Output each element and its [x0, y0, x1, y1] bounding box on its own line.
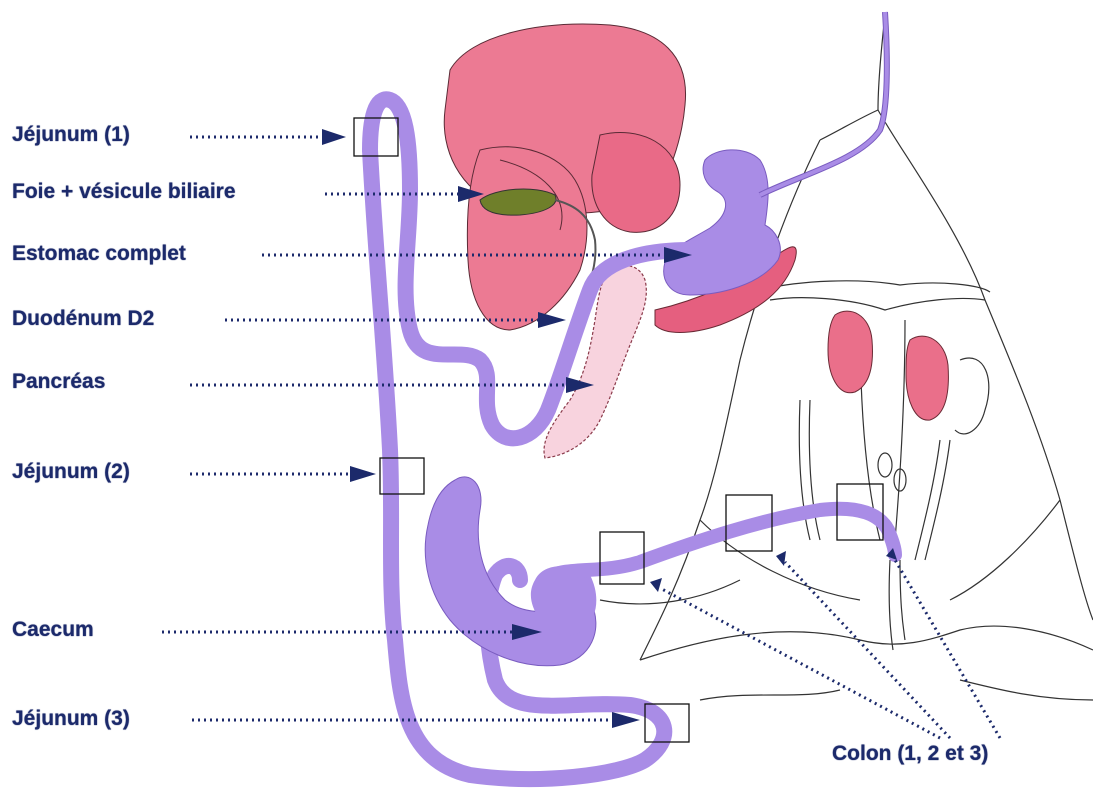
label-caecum: Caecum: [12, 618, 94, 642]
label-jejunum3: Jéjunum (3): [12, 707, 130, 731]
stomach: [664, 150, 781, 295]
colon: [545, 509, 895, 580]
kidney-left: [828, 311, 872, 393]
arrow-colon3: [895, 560, 1000, 738]
label-jejunum1: Jéjunum (1): [12, 123, 130, 147]
arrow-colon2: [785, 562, 950, 738]
arrow-colon1: [660, 588, 940, 738]
arrowhead-duodenum: [538, 312, 566, 328]
label-estomac: Estomac complet: [12, 242, 186, 266]
arrowhead-colon2: [776, 551, 786, 566]
kidney-right: [906, 336, 948, 420]
label-foie: Foie + vésicule biliaire: [12, 180, 236, 204]
arrowhead-jejunum3: [612, 712, 640, 728]
label-pancreas: Pancréas: [12, 370, 105, 394]
label-duodenum: Duodénum D2: [12, 307, 154, 331]
label-colon: Colon (1, 2 et 3): [832, 742, 988, 766]
arrowhead-jejunum2: [350, 466, 376, 482]
arrowhead-colon1: [650, 578, 662, 592]
liver: [444, 24, 685, 330]
label-jejunum2: Jéjunum (2): [12, 460, 130, 484]
arrowhead-jejunum1: [322, 129, 346, 145]
